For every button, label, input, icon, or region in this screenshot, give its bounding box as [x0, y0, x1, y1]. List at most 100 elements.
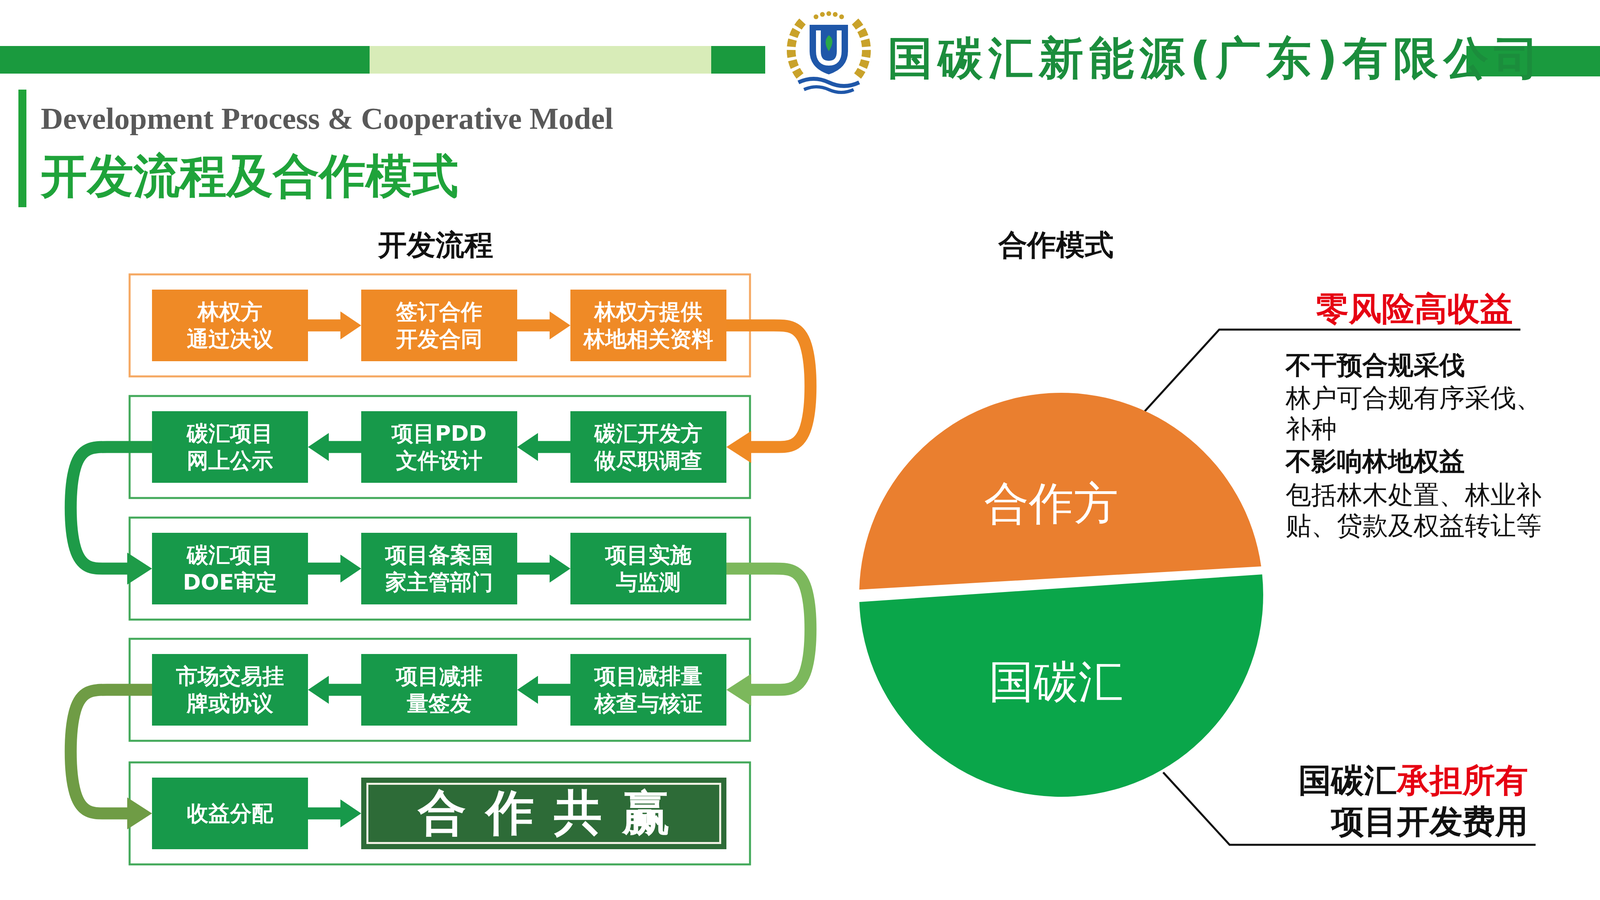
flow-connector: [308, 799, 362, 828]
flow-row-band: [129, 396, 750, 498]
logo-star: [826, 11, 832, 16]
box-label: 林权方 通过决议: [160, 298, 300, 353]
block-arrow: [517, 311, 571, 340]
flow-row-band: [129, 638, 750, 741]
block-arrow: [308, 433, 362, 462]
flow-connector: [308, 433, 362, 462]
flow-connector: [726, 568, 811, 706]
curved-arrow-shaft: [726, 325, 811, 448]
slogan-text: 合作共赢: [398, 780, 690, 846]
block-arrow: [308, 311, 362, 340]
logo-star: [820, 12, 825, 17]
curved-arrow-shaft: [726, 568, 811, 690]
flow-connector: [308, 311, 362, 340]
arrow-head: [127, 797, 152, 830]
arrow-head: [726, 674, 752, 706]
header-bar: [0, 46, 370, 74]
block-arrow: [308, 799, 362, 828]
logo-wreath: [853, 20, 867, 76]
box-label: 林权方提供 林地相关资料: [578, 298, 719, 353]
callout-heading: 国碳汇: [1298, 760, 1397, 800]
pie-segment: 合作方: [859, 392, 1264, 603]
flow-row-band: [129, 274, 750, 377]
logo-wave: [804, 86, 854, 93]
slide-subtitle: Development Process & Cooperative Model: [40, 100, 614, 137]
flow-connector: [517, 554, 571, 583]
curved-arrow-shaft: [70, 447, 152, 569]
logo-mark: [818, 30, 840, 64]
process-box: 林权方 通过决议: [152, 289, 308, 362]
logo-star: [813, 14, 819, 20]
process-box: 碳汇项目 DOE审定: [152, 532, 308, 605]
callout-heading: 不干预合规采伐: [1285, 350, 1465, 381]
callout-heading: 零风险高收益: [1316, 289, 1513, 329]
box-label: 碳汇项目 DOE审定: [160, 541, 300, 596]
block-arrow: [308, 554, 362, 583]
process-box: 项目减排量 核查与核证: [570, 654, 727, 726]
box-label: 碳汇项目 网上公示: [160, 420, 300, 474]
block-arrow: [308, 676, 362, 704]
pie-segment: 国碳汇: [859, 572, 1264, 797]
pie-fill: [859, 392, 1262, 590]
pie-fill: [859, 574, 1264, 797]
flow-connector: [70, 447, 152, 585]
process-box: 收益分配: [152, 777, 308, 850]
callout-heading: 不影响林地权益: [1285, 446, 1465, 477]
block-arrow: [517, 554, 571, 583]
block-arrow: [517, 676, 571, 704]
section-heading: 合作模式: [936, 227, 1176, 262]
callout-heading: 承担所有: [1396, 760, 1528, 800]
flow-connector: [308, 676, 362, 704]
box-label: 市场交易挂 牌或协议: [160, 662, 300, 717]
box-label: 签订合作 开发合同: [369, 298, 510, 353]
box-label: 项目减排 量签发: [369, 662, 510, 717]
title-accent-bar: [18, 89, 27, 208]
logo-wreath: [791, 20, 804, 76]
flow-connector: [517, 433, 571, 462]
process-box: 项目PDD 文件设计: [361, 411, 518, 483]
flow-row-band: [129, 517, 750, 620]
process-box: 项目减排 量签发: [361, 654, 518, 726]
box-label: 项目备案国 家主管部门: [369, 541, 510, 596]
arrow-head: [127, 552, 152, 585]
callout-text: 林户可合规有序采伐、补种: [1285, 382, 1550, 445]
process-box: 签订合作 开发合同: [361, 289, 518, 362]
flow-connector: [517, 311, 571, 340]
slogan-banner: 合作共赢: [361, 777, 727, 850]
logo-wave: [798, 78, 860, 86]
box-label: 项目实施 与监测: [578, 541, 719, 596]
section-heading: 开发流程: [315, 227, 556, 262]
block-arrow: [517, 433, 571, 462]
logo-star: [832, 12, 838, 17]
box-label: 项目减排量 核查与核证: [578, 662, 719, 717]
box-label: 收益分配: [186, 800, 274, 828]
company-logo: [791, 11, 867, 93]
callout-heading: 项目开发费用: [1331, 802, 1528, 842]
curved-arrow-shaft: [70, 690, 152, 814]
pie-label: 合作方: [931, 476, 1172, 530]
header-bar: [369, 46, 712, 74]
process-box: 项目备案国 家主管部门: [361, 532, 518, 605]
box-label: 项目PDD 文件设计: [369, 420, 510, 474]
pie-label: 国碳汇: [936, 654, 1176, 709]
process-box: 碳汇开发方 做尽职调查: [570, 411, 727, 483]
box-label: 碳汇开发方 做尽职调查: [578, 420, 719, 474]
company-name: 国碳汇新能源(广东)有限公司: [887, 31, 1545, 85]
logo-star: [839, 14, 844, 20]
slide-title: 开发流程及合作模式: [40, 148, 459, 204]
process-box: 市场交易挂 牌或协议: [152, 654, 308, 726]
flow-connector: [70, 690, 152, 830]
flow-row-band: [129, 762, 750, 865]
flow-connector: [517, 676, 571, 704]
process-box: 林权方提供 林地相关资料: [570, 289, 727, 362]
flow-connector: [726, 325, 811, 464]
process-box: 碳汇项目 网上公示: [152, 411, 308, 483]
header-bar: [711, 46, 766, 74]
flow-connector: [308, 554, 362, 583]
callout-text: 包括林木处置、林业补贴、贷款及权益转让等: [1285, 479, 1550, 542]
process-box: 项目实施 与监测: [570, 532, 727, 605]
arrow-head: [726, 431, 752, 464]
logo-shield: [809, 24, 848, 75]
